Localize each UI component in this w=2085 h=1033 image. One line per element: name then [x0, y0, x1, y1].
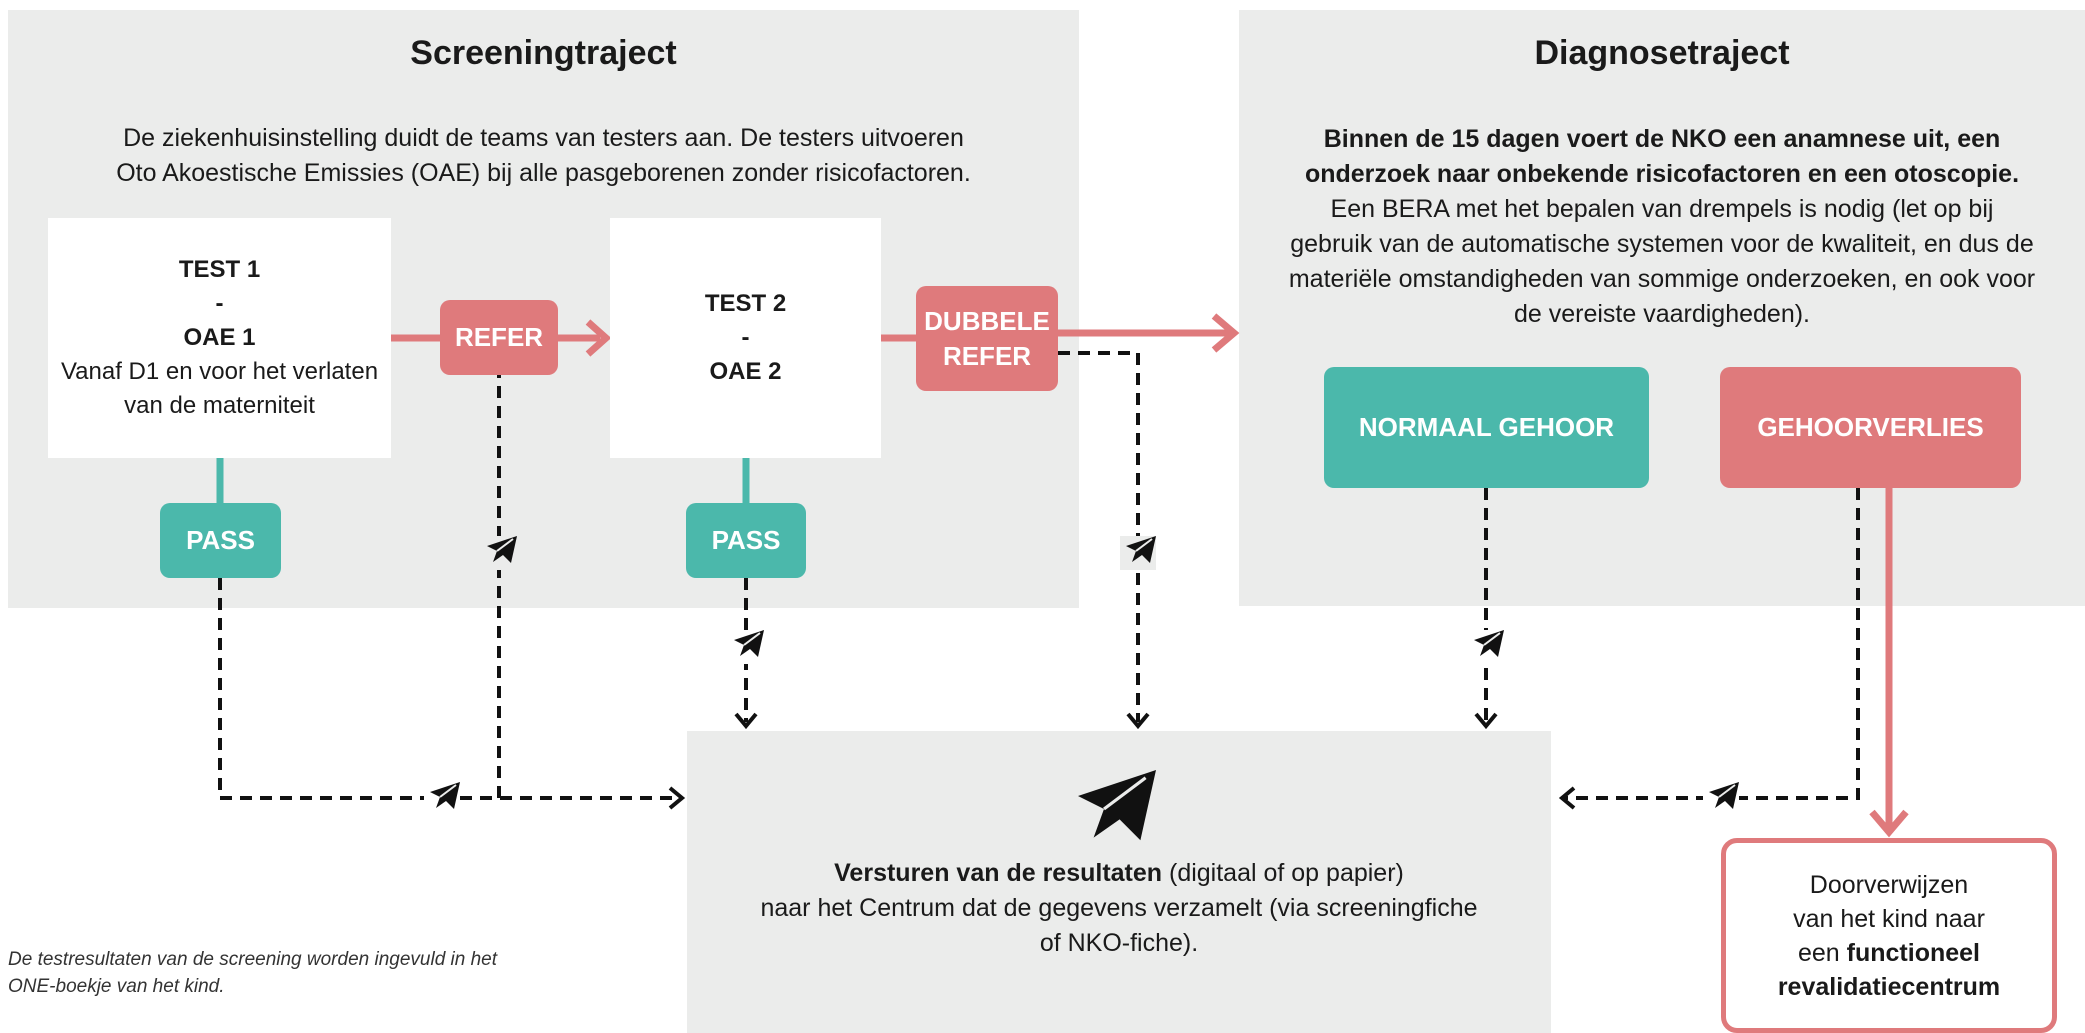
referral-line3-plain: een — [1797, 938, 1847, 967]
referral-line1: Doorverwijzen — [1809, 870, 1969, 899]
diagnose-text-line1: Een BERA met het bepalen van drempels is… — [1330, 195, 1994, 223]
diagnose-text-line2: gebruik van de automatische systemen voo… — [1290, 230, 2034, 258]
arrowhead-test2 — [585, 319, 612, 357]
diagnose-bold-line2: onderzoek naar onbekende risicofactoren … — [1304, 160, 2020, 188]
diagnose-panel — [1239, 10, 2085, 606]
referral-line2: van het kind naar — [1793, 904, 1985, 933]
referral-line3: een functioneel — [1798, 936, 1980, 970]
test1-dash: - — [215, 290, 224, 317]
screening-intro: De ziekenhuisinstelling duidt de teams v… — [8, 121, 1079, 191]
diagnose-text-line3: materiële omstandigheden van sommige ond… — [1288, 265, 2036, 293]
screening-title: Screeningtraject — [410, 34, 677, 72]
results-bold: Versturen van de resultaten — [834, 859, 1163, 887]
referral-line4: revalidatiecentrum — [1777, 972, 2001, 1001]
gehoorverlies-tag: GEHOORVERLIES — [1720, 367, 2021, 488]
results-text: Versturen van de resultaten (digitaal of… — [687, 856, 1551, 961]
test1-desc-line2: van de materniteit — [124, 392, 315, 419]
normaal-gehoor-tag: NORMAAL GEHOOR — [1324, 367, 1649, 488]
diagnose-bold-line1: Binnen de 15 dagen voert de NKO een anam… — [1323, 125, 2001, 153]
pass2-tag: PASS — [686, 503, 806, 578]
refer-tag: REFER — [440, 300, 558, 375]
test1-subtitle: OAE 1 — [183, 324, 256, 351]
results-line2: naar het Centrum dat de gegevens verzame… — [760, 894, 1478, 922]
referral-line3-bold: functioneel — [1846, 938, 1980, 967]
paper-plane-icon — [424, 781, 461, 816]
dubbele-refer-line1: DUBBELE — [924, 305, 1050, 336]
arrowhead-diagnose — [1211, 313, 1240, 353]
results-line3: of NKO-fiche). — [1039, 929, 1199, 957]
paper-plane-icon — [1468, 629, 1505, 664]
paper-plane-icon — [481, 535, 518, 570]
test1-box: TEST 1 - OAE 1 Vanaf D1 en voor het verl… — [48, 218, 391, 458]
results-line1-rest: (digitaal of op papier) — [1162, 859, 1404, 887]
footnote-line1: De testresultaten van de screening worde… — [8, 949, 498, 970]
test2-box: TEST 2 - OAE 2 — [610, 218, 881, 458]
dubbele-refer-tag: DUBBELE REFER — [916, 286, 1058, 391]
footnote-line2: ONE-boekje van het kind. — [8, 976, 225, 997]
dashed-verlies-results — [1562, 488, 1860, 800]
results-panel — [687, 731, 1551, 1033]
test1-title: TEST 1 — [178, 256, 261, 283]
test2-dash: - — [741, 324, 750, 351]
referral-box: Doorverwijzen van het kind naar een func… — [1721, 838, 2057, 1033]
screening-intro-line2: Oto Akoestische Emissies (OAE) bij alle … — [116, 159, 971, 187]
test2-subtitle: OAE 2 — [709, 358, 782, 385]
test2-title: TEST 2 — [704, 290, 787, 317]
paper-plane-icon — [1078, 770, 1156, 841]
diagnose-title: Diagnosetraject — [1534, 34, 1790, 72]
test1-desc-line1: Vanaf D1 en voor het verlaten — [60, 358, 379, 385]
arrowhead-referral — [1869, 809, 1909, 838]
dashed-pass1-results — [218, 578, 682, 800]
dubbele-refer-line2: REFER — [942, 340, 1032, 371]
screening-intro-line1: De ziekenhuisinstelling duidt de teams v… — [123, 124, 964, 152]
paper-plane-icon — [728, 629, 765, 664]
diagnose-text-line4: de vereiste vaardigheden). — [1513, 300, 1811, 328]
dashed-dubbele-results — [1058, 351, 1140, 722]
paper-plane-icon — [1703, 781, 1740, 816]
footnote: De testresultaten van de screening worde… — [8, 946, 568, 1000]
results-line1: Versturen van de resultaten (digitaal of… — [687, 856, 1551, 891]
paper-plane-icon — [1120, 535, 1157, 570]
diagnose-description: Binnen de 15 dagen voert de NKO een anam… — [1239, 122, 2085, 332]
pass1-tag: PASS — [160, 503, 281, 578]
